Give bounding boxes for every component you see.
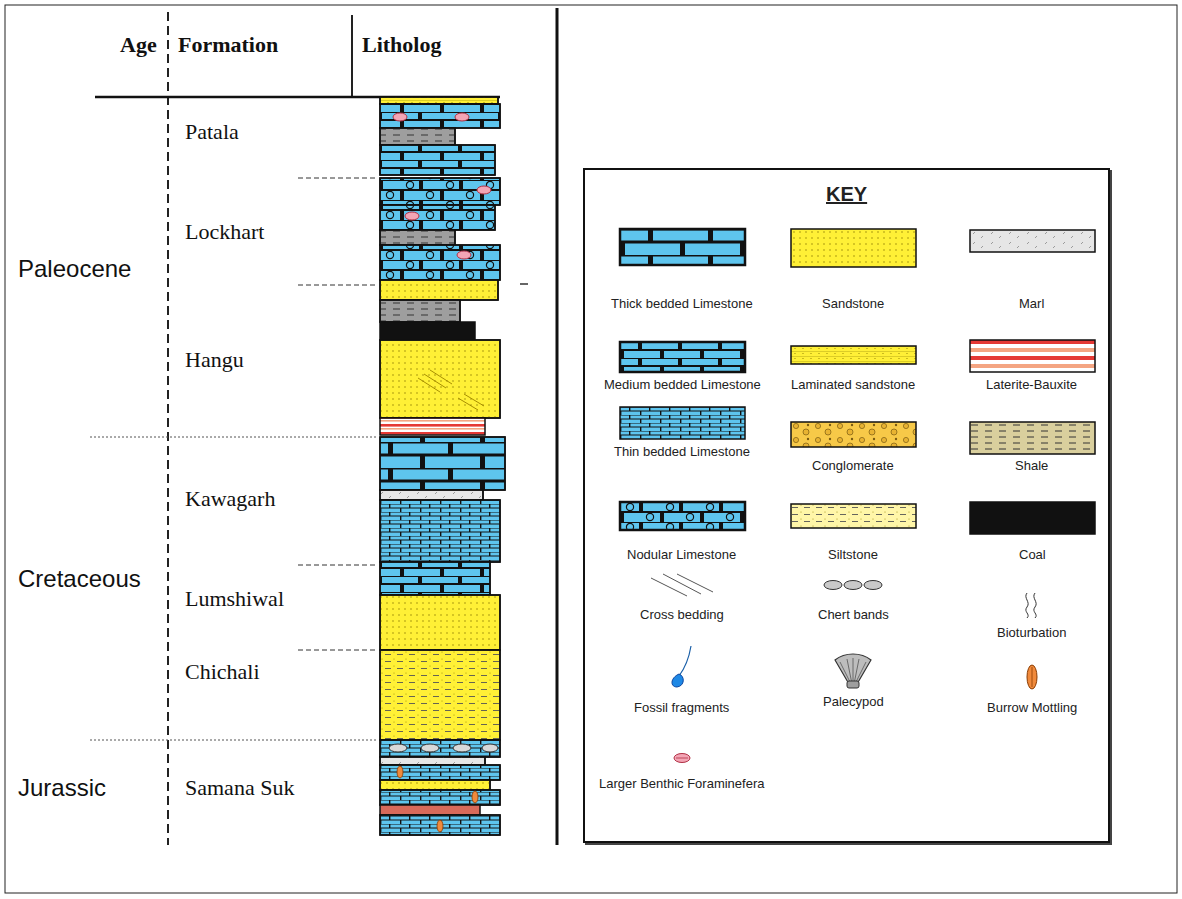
swatch-graphic [970, 340, 1095, 372]
legend-swatch [1025, 664, 1039, 690]
legend-label: Burrow Mottling [987, 700, 1077, 716]
legend-label: Laminated sandstone [791, 377, 915, 393]
legend-swatch [970, 502, 1095, 534]
swatch-graphic [791, 504, 916, 528]
legend-swatch [833, 654, 873, 688]
age-label: Jurassic [18, 775, 106, 801]
legend-swatch [823, 578, 883, 592]
legend-label: Fossil fragments [634, 700, 729, 716]
legend-swatch [620, 229, 745, 265]
legend-label: Larger Benthic Foraminefera [599, 776, 764, 792]
swatch-graphic [970, 422, 1095, 454]
swatch-graphic [673, 753, 691, 763]
legend-label: Coal [1019, 547, 1046, 563]
swatch-graphic [620, 502, 745, 530]
swatch-graphic [1025, 664, 1039, 690]
legend-swatch [791, 504, 916, 528]
swatch-graphic [791, 422, 916, 447]
legend-swatch [620, 407, 745, 439]
legend-label: Medium bedded Limestone [604, 377, 761, 393]
age-label: Paleocene [18, 256, 131, 282]
legend-label: Shale [1015, 458, 1048, 474]
formation-label: Lockhart [185, 220, 264, 244]
swatch-graphic [970, 502, 1095, 534]
legend-swatch [970, 230, 1095, 252]
legend-swatch [673, 753, 691, 763]
legend-label: Chert bands [818, 607, 889, 623]
legend-label: Sandstone [822, 296, 884, 312]
legend-label: Palecypod [823, 694, 884, 710]
swatch-graphic [791, 346, 916, 364]
formation-label: Samana Suk [185, 776, 294, 800]
swatch-graphic [667, 644, 697, 688]
legend-label: Nodular Limestone [627, 547, 736, 563]
swatch-graphic [620, 342, 745, 372]
swatch-graphic [1020, 592, 1044, 618]
column-header: Litholog [362, 33, 441, 57]
swatch-graphic [833, 654, 873, 688]
swatch-graphic [647, 572, 717, 600]
legend-swatch [647, 572, 717, 600]
age-label: Cretaceous [18, 566, 141, 592]
swatch-graphic [620, 229, 745, 265]
key-heading: KEY [826, 183, 867, 205]
formation-label: Lumshiwal [185, 587, 284, 611]
formation-label: Kawagarh [185, 487, 275, 511]
formation-label: Patala [185, 120, 239, 144]
legend-swatch [791, 229, 916, 267]
swatch-graphic [620, 407, 745, 439]
legend-swatch [970, 422, 1095, 454]
column-header: Age [120, 33, 157, 57]
column-header: Formation [178, 33, 278, 57]
legend-swatch [1020, 592, 1044, 618]
legend-swatch [620, 342, 745, 372]
legend-swatch [970, 340, 1095, 372]
legend-label: Siltstone [828, 547, 878, 563]
legend-label: Conglomerate [812, 458, 894, 474]
legend-swatch [667, 644, 697, 688]
swatch-graphic [970, 230, 1095, 252]
legend-swatch [791, 346, 916, 364]
legend-label: Thick bedded Limestone [611, 296, 753, 312]
legend-label: Laterite-Bauxite [986, 377, 1077, 393]
swatch-graphic [791, 229, 916, 267]
formation-label: Hangu [185, 348, 244, 372]
legend-swatch [791, 422, 916, 447]
legend-swatch [620, 502, 745, 530]
key-box: KEY Thick bedded Limestone Sandstone MarlMe… [583, 168, 1110, 843]
legend-label: Thin bedded Limestone [614, 444, 750, 460]
legend-label: Marl [1019, 296, 1044, 312]
legend-label: Bioturbation [997, 625, 1066, 641]
legend-label: Cross bedding [640, 607, 724, 623]
swatch-graphic [823, 578, 883, 592]
formation-label: Chichali [185, 660, 260, 684]
